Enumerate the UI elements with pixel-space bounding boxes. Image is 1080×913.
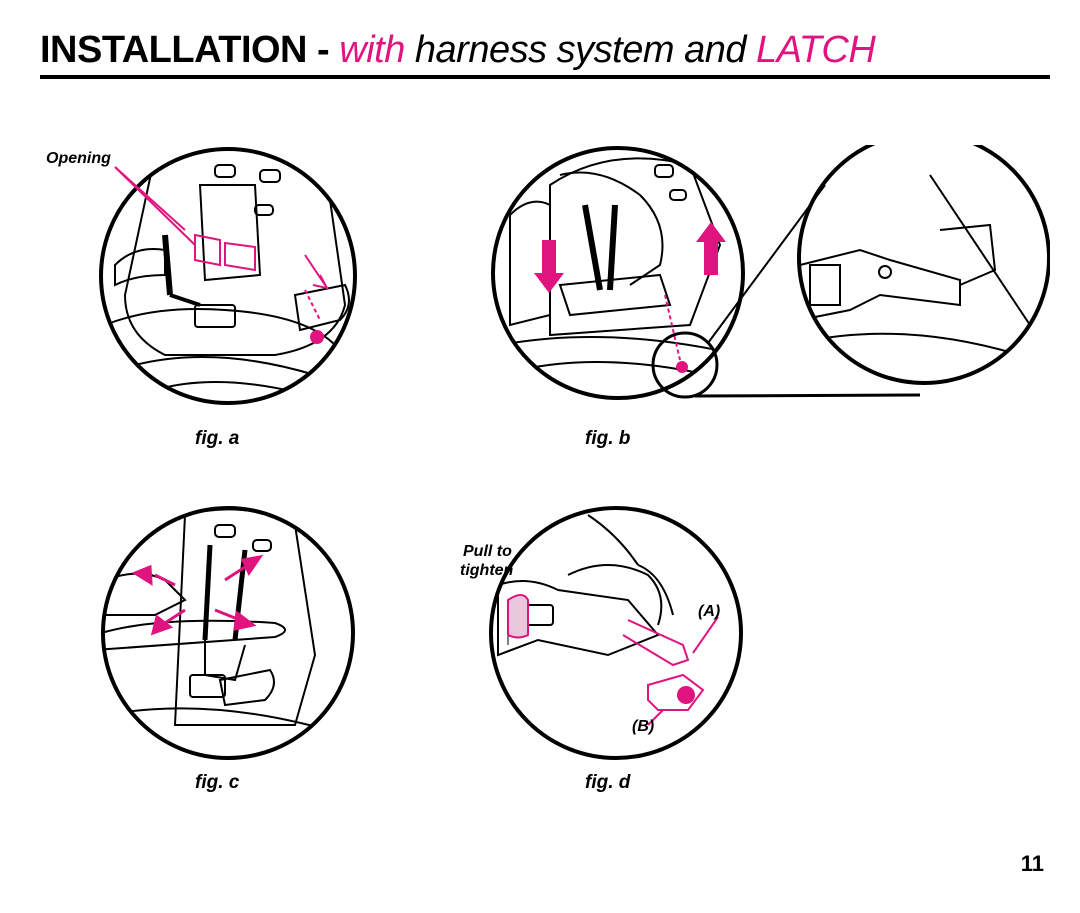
caption-fig-c: fig. c	[195, 772, 240, 793]
label-b: (B)	[632, 718, 655, 735]
figure-c	[95, 505, 365, 770]
page-header: INSTALLATION - with harness system and L…	[40, 28, 1050, 79]
label-tighten: tighten	[460, 562, 514, 579]
title-with: with	[339, 29, 405, 71]
label-a: (A)	[698, 603, 721, 620]
title-main: INSTALLATION	[40, 29, 308, 71]
caption-fig-d: fig. d	[585, 772, 631, 793]
figure-a-illustration	[99, 147, 357, 405]
page-number: 11	[1020, 851, 1044, 876]
figure-d	[488, 505, 748, 765]
title-latch: LATCH	[756, 29, 876, 71]
label-opening: Opening	[46, 150, 111, 167]
figure-c-illustration	[101, 506, 355, 760]
figure-b	[490, 131, 1051, 405]
page-title: INSTALLATION - with harness system and L…	[40, 28, 1050, 72]
figure-d-illustration	[489, 506, 743, 760]
title-dash: -	[307, 29, 340, 71]
label-pull-to: Pull to	[463, 543, 512, 560]
header-rule	[40, 75, 1050, 79]
caption-fig-b: fig. b	[585, 428, 631, 449]
caption-fig-a: fig. a	[195, 428, 240, 449]
figure-a	[95, 145, 365, 415]
title-mid: harness system and	[404, 29, 757, 71]
figure-b-illustration	[491, 131, 1051, 400]
